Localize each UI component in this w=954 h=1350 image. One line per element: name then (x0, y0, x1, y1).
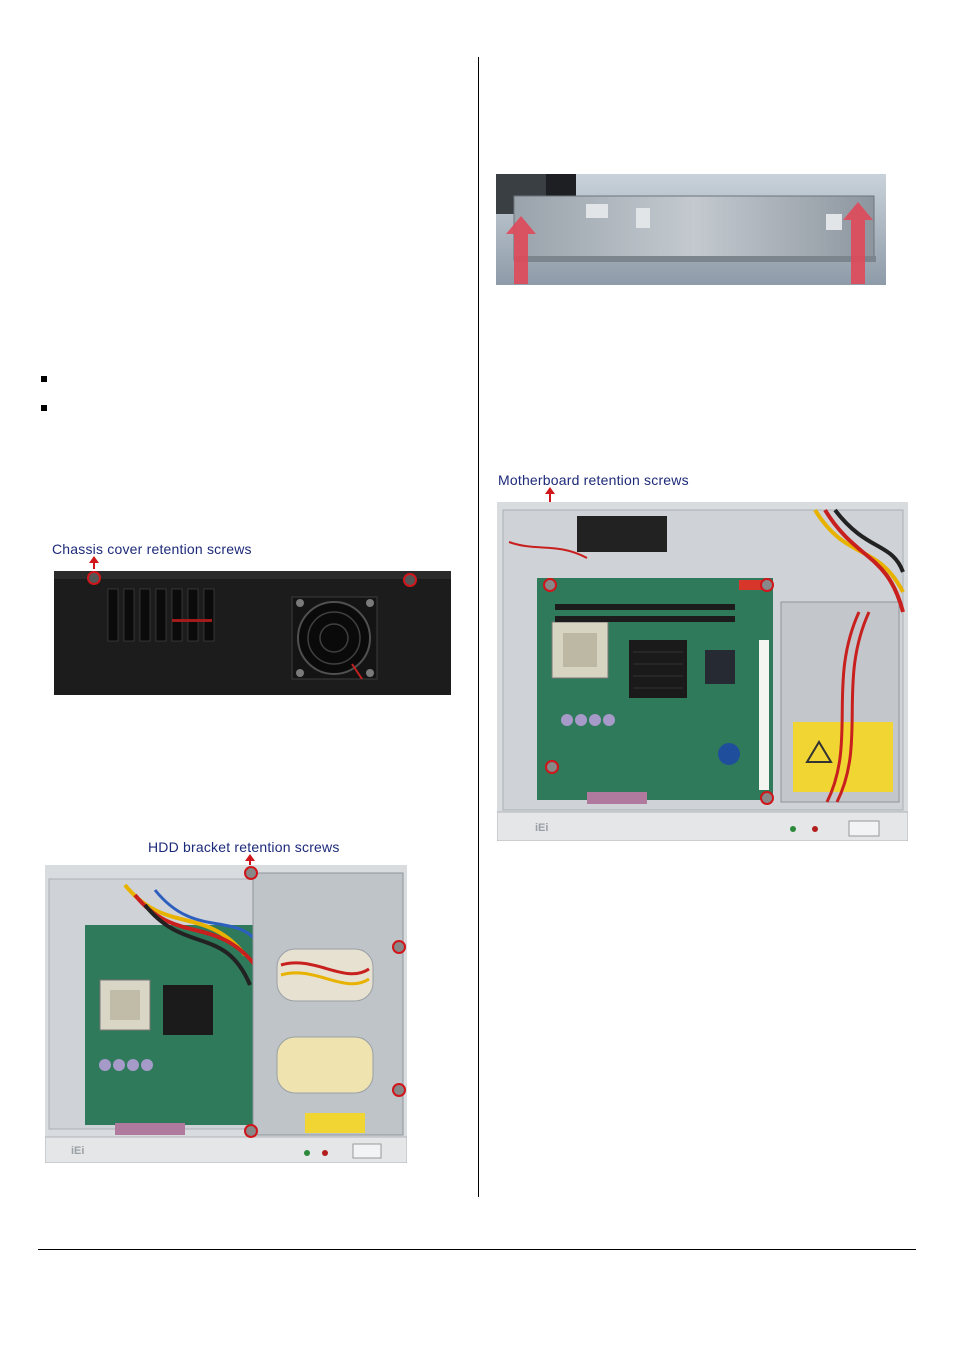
io-shield-photo (496, 174, 886, 285)
column-divider (478, 57, 479, 1197)
motherboard-photo: iEi (497, 502, 908, 841)
hdd-bracket-photo: iEi (45, 865, 407, 1163)
hdd-photo-logo: iEi (71, 1145, 85, 1157)
footer-rule (38, 1249, 916, 1250)
bullet-1 (41, 376, 47, 382)
motherboard-photo-logo: iEi (535, 822, 549, 834)
chassis-side-photo (52, 569, 453, 697)
hdd-bracket-caption: HDD bracket retention screws (148, 839, 340, 855)
chassis-cover-caption: Chassis cover retention screws (52, 541, 252, 557)
motherboard-caption: Motherboard retention screws (498, 472, 689, 488)
bullet-2 (41, 405, 47, 411)
